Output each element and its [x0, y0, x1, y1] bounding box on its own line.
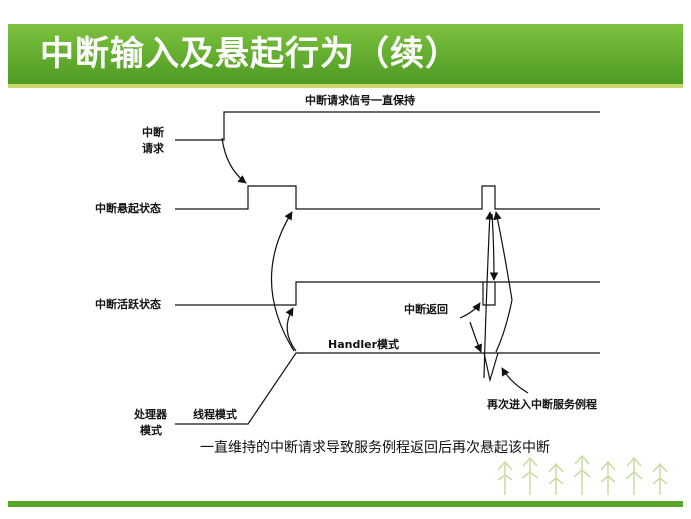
page-number: 124 — [636, 4, 663, 20]
mode-dip — [483, 352, 499, 383]
active-to-pending-arrow — [270, 211, 295, 352]
irq-to-pending-arrow — [221, 137, 247, 184]
irq-label-line1: 中断 — [142, 126, 164, 139]
active-status-label: 中断活跃状态 — [95, 298, 161, 311]
return-to-active-arrow — [459, 302, 481, 319]
pending-signal-line — [175, 185, 600, 210]
reenter-mode-arrow — [493, 211, 513, 353]
reenter-label: 再次进入中断服务例程 — [487, 398, 597, 411]
caption: 一直维持的中断请求导致服务例程返回后再次悬起该中断 — [200, 440, 550, 456]
irq-signal-line — [175, 111, 600, 141]
reenter-active-arrow — [489, 213, 499, 281]
reenter-note-arrow — [501, 367, 529, 394]
processor-mode-line — [175, 352, 600, 425]
reenter-pending-arrow — [483, 211, 494, 379]
handler-mode-label: Handler模式 — [328, 338, 399, 351]
active-signal-line — [175, 281, 600, 306]
active-second-segment — [482, 282, 496, 306]
pending-status-label: 中断悬起状态 — [95, 202, 161, 215]
slide-title: 中断输入及悬起行为（续） — [40, 34, 460, 74]
processor-label-line2: 模式 — [140, 424, 162, 437]
thread-mode-label: 线程模式 — [193, 408, 237, 421]
mode-to-active-arrow — [285, 307, 297, 352]
irq-label-line2: 请求 — [142, 142, 164, 155]
return-label: 中断返回 — [404, 303, 448, 316]
irq-held-note: 中断请求信号一直保持 — [305, 94, 415, 107]
title-bar — [8, 24, 683, 88]
processor-label-line1: 处理器 — [134, 408, 167, 421]
return-to-mode-arrow — [469, 321, 482, 353]
bottom-bar — [8, 501, 683, 507]
decorative-plants-icon — [497, 454, 668, 495]
